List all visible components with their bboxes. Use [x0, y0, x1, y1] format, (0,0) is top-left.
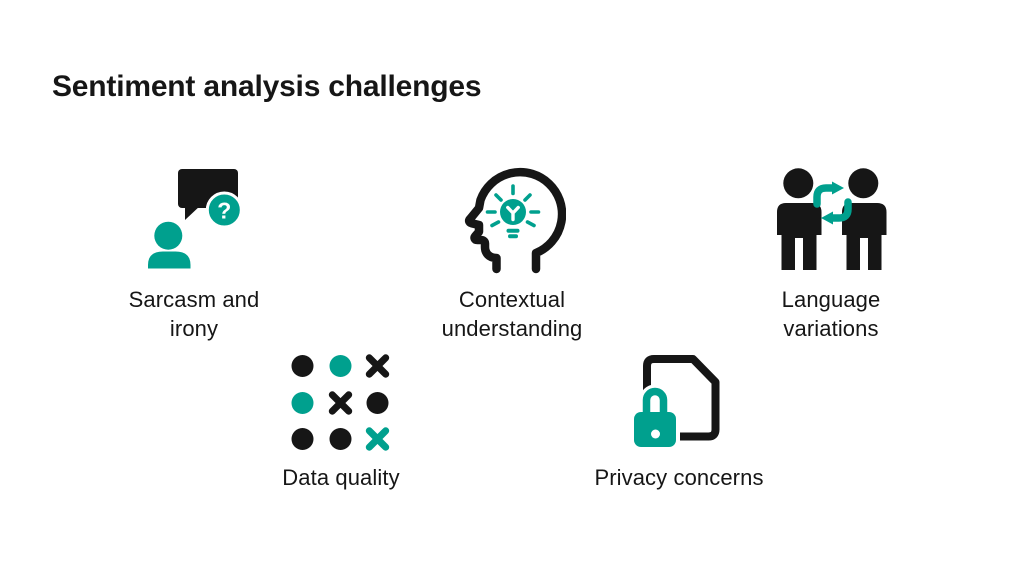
grid-dot — [291, 392, 314, 414]
lightbulb-rays — [485, 184, 541, 228]
head-lightbulb-icon — [464, 167, 566, 274]
people-exchange-icon — [777, 168, 887, 270]
item-label: Language variations — [781, 287, 881, 341]
grid-dot — [291, 428, 314, 450]
person-left-icon — [777, 168, 822, 270]
challenge-item-sarcasm-irony: ? Sarcasm and irony — [84, 158, 304, 343]
grid-x-mark — [365, 354, 390, 378]
exchange-arrows-icon — [813, 181, 852, 225]
head-profile-outline — [464, 167, 566, 274]
grid-dot — [329, 355, 352, 377]
slide-title: Sentiment analysis challenges — [52, 70, 482, 104]
keyhole — [651, 429, 660, 439]
challenge-item-data-quality: Data quality — [231, 352, 451, 492]
lock-icon — [630, 384, 680, 452]
challenge-item-privacy-concerns: Privacy concerns — [569, 350, 789, 492]
question-mark-glyph: ? — [217, 198, 231, 224]
item-label: Privacy concerns — [594, 465, 764, 490]
person-speech-question-icon: ? — [148, 169, 243, 269]
document-lock-icon — [630, 355, 720, 452]
person-icon — [148, 221, 191, 269]
challenge-item-contextual-understanding: Contextual understanding — [402, 166, 622, 343]
grid-x-mark — [328, 391, 353, 415]
question-badge-icon: ? — [205, 191, 243, 229]
item-label: Sarcasm and irony — [128, 287, 260, 341]
data-grid-icon — [291, 354, 390, 451]
grid-dot — [329, 428, 352, 450]
grid-x-mark — [365, 427, 390, 451]
lightbulb-icon — [485, 184, 541, 239]
challenge-item-language-variations: Language variations — [721, 164, 941, 343]
item-label: Contextual understanding — [441, 287, 583, 341]
grid-dot — [291, 355, 314, 377]
item-label: Data quality — [282, 465, 400, 490]
grid-dot — [366, 392, 389, 414]
person-right-icon — [842, 168, 887, 270]
